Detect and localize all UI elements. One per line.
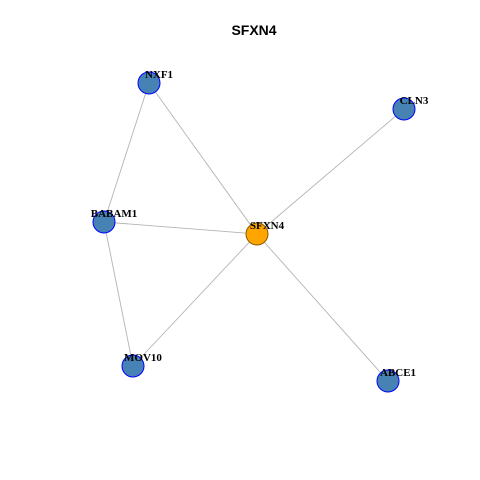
node-babam1: BABAM1 [91,208,137,234]
node-mov10: MOV10 [121,352,162,378]
edge-sfxn4-babam1 [103,221,258,235]
node-abce1: ABCE1 [376,367,416,393]
node-label-cln3: CLN3 [400,95,429,107]
node-circle-sfxn4 [245,222,269,246]
edges-layer [103,82,405,382]
node-label-mov10: MOV10 [124,352,162,364]
edge-sfxn4-cln3 [256,108,405,235]
node-label-sfxn4: SFXN4 [250,220,285,232]
diagram-title: SFXN4 [231,22,276,38]
node-label-babam1: BABAM1 [91,208,137,220]
edge-sfxn4-abce1 [256,233,389,382]
node-circle-mov10 [121,354,145,378]
node-circle-abce1 [376,369,400,393]
node-label-nxf1: NXF1 [145,69,173,81]
edge-sfxn4-nxf1 [148,82,258,235]
node-circle-babam1 [92,210,116,234]
node-sfxn4: SFXN4 [245,220,285,246]
edge-sfxn4-mov10 [132,233,258,367]
node-cln3: CLN3 [392,95,429,121]
edge-babam1-mov10 [103,221,134,367]
node-circle-nxf1 [137,71,161,95]
node-circle-cln3 [392,97,416,121]
node-label-abce1: ABCE1 [380,367,416,379]
edge-nxf1-babam1 [103,82,150,223]
node-nxf1: NXF1 [137,69,173,95]
